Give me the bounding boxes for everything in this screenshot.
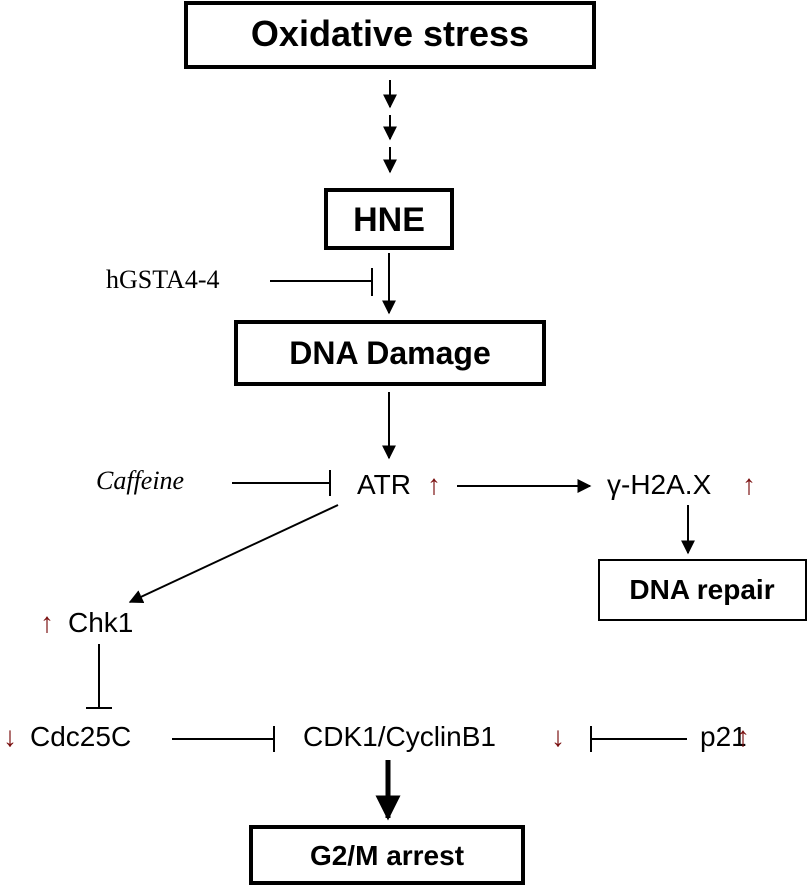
gamma-h2ax-label: γ-H2A.X [607,469,712,500]
caffeine-inhibition-line [232,470,331,496]
cdk1-cyclinb1-label: CDK1/CyclinB1 [303,721,496,752]
dna-repair-label: DNA repair [629,574,774,605]
atr-label: ATR [357,469,411,500]
atr-to-chk1-arrow [128,504,339,604]
hgsta4-inhibition-line [270,268,373,296]
cdk1-down-indicator-icon: ↓ [551,721,565,752]
dna-damage-label: DNA Damage [289,335,491,371]
g2m-arrest-node: G2/M arrest [249,825,525,885]
oxidative-stress-node: Oxidative stress [184,1,596,69]
dna-damage-node: DNA Damage [234,320,546,386]
cdc25c-label: Cdc25C [30,721,131,752]
cdc25c-down-indicator-icon: ↓ [3,721,17,752]
p21-label: p21 [700,721,747,752]
cdc25c-inhibition-line [172,726,275,752]
p21-inhibition-line [590,726,687,752]
chk1-label: Chk1 [68,607,133,638]
hne-node: HNE [324,188,454,250]
hgsta4-label: hGSTA4-4 [106,265,219,294]
chk1-up-indicator-icon: ↑ [40,607,54,638]
atr-up-indicator-icon: ↑ [427,469,441,500]
hne-label: HNE [353,201,425,239]
caffeine-label: Caffeine [96,466,184,495]
dna-repair-node: DNA repair [598,559,807,621]
chk1-inhibition-line [86,644,112,709]
oxidative-stress-label: Oxidative stress [251,13,529,54]
p21-up-indicator-icon: ↑ [736,721,750,752]
gamma-h2ax-up-indicator-icon: ↑ [742,469,756,500]
g2m-arrest-label: G2/M arrest [310,840,464,871]
